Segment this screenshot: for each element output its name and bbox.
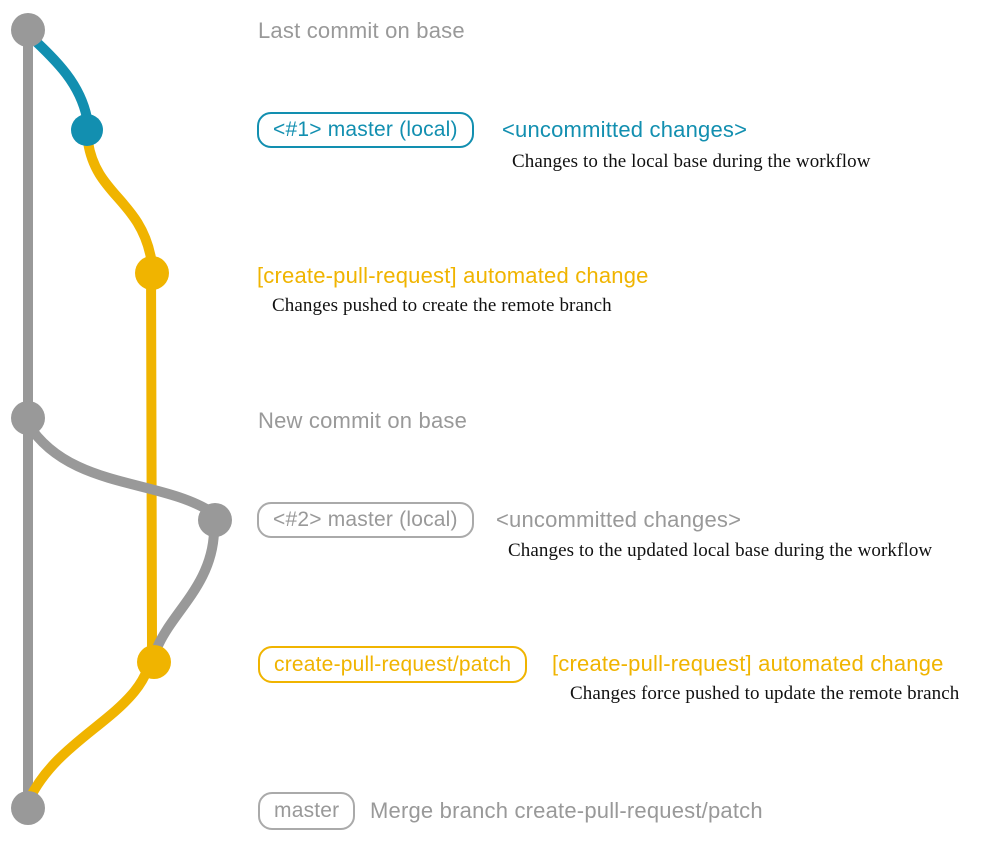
branch-tag-master-local-2-label: <#2> master (local) [273, 508, 458, 531]
commit-dot-base-last [11, 13, 45, 47]
commit-dot-patch-2 [137, 645, 171, 679]
label-uncommitted-changes-2: <uncommitted changes> [496, 507, 742, 532]
base-to-local2-curve [23, 419, 218, 518]
label-automated-change-2: [create-pull-request] automated change [552, 651, 944, 676]
rebase-curve [152, 527, 219, 653]
caption-changes-force-pushed: Changes force pushed to update the remot… [570, 683, 960, 704]
label-new-commit-on-base: New commit on base [258, 408, 468, 433]
caption-updated-local-base-changes: Changes to the updated local base during… [508, 540, 933, 561]
local-changes-curve [24, 30, 92, 123]
branch-tag-create-pull-request-patch-label: create-pull-request/patch [274, 652, 512, 676]
commit-dot-base-new [11, 401, 45, 435]
caption-changes-pushed: Changes pushed to create the remote bran… [272, 295, 612, 316]
commit-dot-local-1 [71, 114, 103, 146]
label-merge-branch: Merge branch create-pull-request/patch [370, 798, 763, 823]
branch-tag-master-local-1-label: <#1> master (local) [273, 118, 458, 141]
label-automated-change-1: [create-pull-request] automated change [257, 263, 649, 288]
label-last-commit-on-base: Last commit on base [258, 18, 465, 43]
commit-dot-local-2 [198, 503, 232, 537]
caption-local-base-changes: Changes to the local base during the wor… [512, 151, 871, 172]
branch-tag-master-local-2: <#2> master (local) [257, 502, 474, 538]
label-uncommitted-changes-1: <uncommitted changes> [502, 117, 748, 142]
commit-dot-patch-1 [135, 256, 169, 290]
branch-tag-master-local-1: <#1> master (local) [257, 112, 474, 148]
branch-tag-create-pull-request-patch: create-pull-request/patch [258, 646, 528, 683]
branch-tag-master-label: master [274, 799, 340, 822]
commit-dot-merge [11, 791, 45, 825]
branch-tag-master: master [258, 792, 356, 830]
